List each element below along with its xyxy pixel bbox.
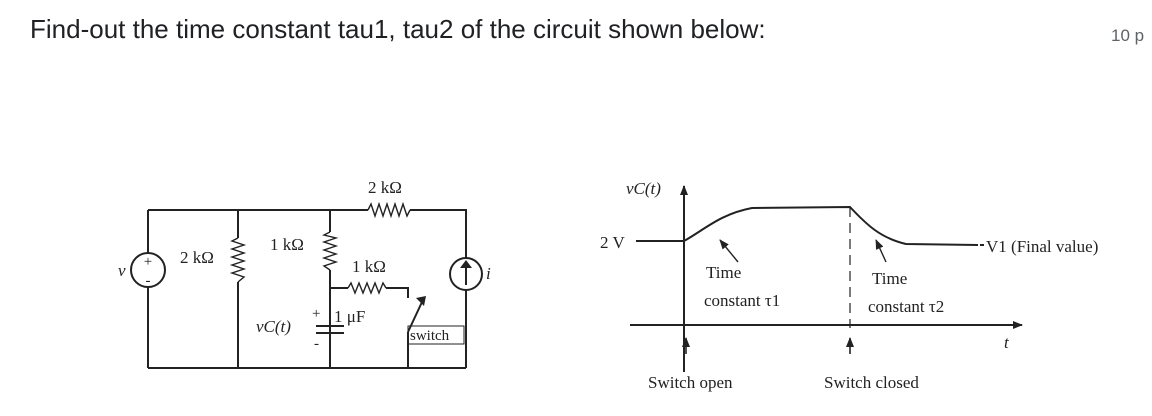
tau2-line2: constant τ2 <box>868 297 944 316</box>
cap-voltage-label: vC(t) <box>256 317 291 336</box>
final-value-label: V1 (Final value) <box>986 237 1098 256</box>
label-r-top: 2 kΩ <box>368 178 402 197</box>
switch-arm <box>407 301 423 333</box>
switch-label: switch <box>410 328 450 344</box>
resistor-top-2k <box>367 201 411 219</box>
wire-top-right <box>410 209 467 258</box>
y-tick-label: 2 V <box>600 233 625 252</box>
vc-response-curve <box>636 205 979 246</box>
tau1-line2: constant τ1 <box>704 291 780 310</box>
tau2-pointer <box>875 239 887 263</box>
current-label: i <box>486 264 491 283</box>
switch-arrow <box>416 296 426 306</box>
resistor-left-2k <box>229 237 247 283</box>
response-graph: vC(t) 2 V t Time constant τ1 Time consta… <box>600 179 1098 392</box>
cap-value-label: 1 μF <box>334 307 365 326</box>
current-arrow-head <box>460 260 472 268</box>
switch-open-label: Switch open <box>648 373 733 392</box>
current-source <box>449 257 483 291</box>
y-axis-label: vC(t) <box>626 179 661 198</box>
tau2-line1: Time <box>872 269 907 288</box>
tau1-line1: Time <box>706 263 741 282</box>
x-axis-label: t <box>1004 333 1010 352</box>
question-text: Find-out the time constant tau1, tau2 of… <box>30 14 766 44</box>
source-plus: + <box>144 254 152 270</box>
source-label: v <box>118 261 126 280</box>
label-r-inner: 1 kΩ <box>352 257 386 276</box>
switch-box <box>407 325 465 345</box>
resistor-mid-1k <box>321 231 339 271</box>
tau1-pointer <box>719 239 739 263</box>
wire-inner-right <box>386 287 409 298</box>
cap-plus: + <box>312 306 320 322</box>
label-r-mid: 1 kΩ <box>270 235 304 254</box>
points-badge: 10 p <box>1111 26 1145 45</box>
circuit-diagram: + - v 2 kΩ 1 kΩ 2 kΩ 1 kΩ switch + - vC(… <box>118 178 491 369</box>
resistor-inner-1k <box>347 281 387 295</box>
source-minus: - <box>146 273 151 289</box>
label-r-left: 2 kΩ <box>180 248 214 267</box>
voltage-source <box>130 252 166 288</box>
switch-closed-label: Switch closed <box>824 373 919 392</box>
cap-minus: - <box>314 336 319 352</box>
